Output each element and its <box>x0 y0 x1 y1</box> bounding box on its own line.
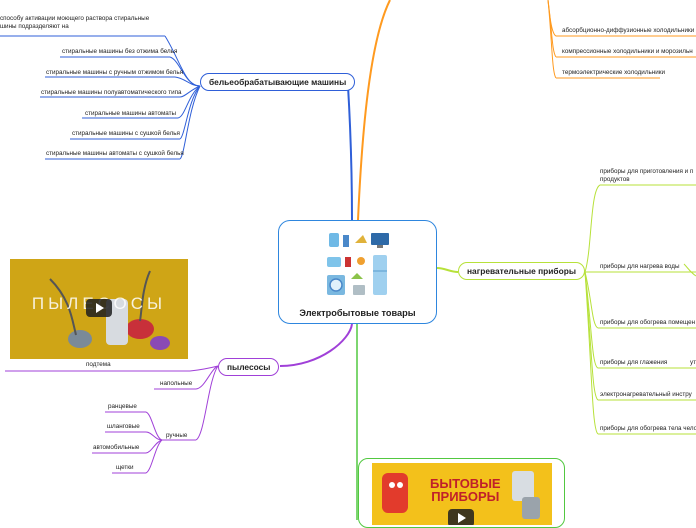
laundry-item: стиральные машины с ручным отжимом белья <box>46 69 184 76</box>
heating-item: приборы для нагрева воды <box>600 263 680 270</box>
bottom-video-thumbnail[interactable]: БЫТОВЫЕ ПРИБОРЫ <box>372 463 552 525</box>
play-icon[interactable] <box>448 509 474 525</box>
laundry-item: стиральные машины с сушкой белья <box>72 130 180 137</box>
central-title: Электробытовые товары <box>299 308 416 318</box>
vacuum-video-thumbnail[interactable]: ПЫЛЕСОСЫ <box>10 259 188 359</box>
heating-item: приборы для обогрева тела чело <box>600 425 696 432</box>
heating-item: приборы для обогрева помещен <box>600 319 696 326</box>
appliances-icon <box>327 233 389 295</box>
vacuum-connectors <box>5 323 353 474</box>
fridges-item: абсорбционно-диффузионные холодильники <box>562 27 695 34</box>
heating-subitem: ут <box>690 359 696 366</box>
heating-item: приборы для приготовления и п <box>600 168 694 175</box>
vacuum-manual-item: щетки <box>116 464 134 471</box>
bottom-video-text: БЫТОВЫЕ ПРИБОРЫ <box>430 477 501 503</box>
laundry-intro-line-1: способу активации моющего раствора стира… <box>0 15 150 22</box>
laundry-item: стиральные машины без отжима белья <box>62 48 178 55</box>
branch-bottom[interactable]: БЫТОВЫЕ ПРИБОРЫ <box>358 458 565 528</box>
laundry-connectors <box>0 35 353 221</box>
vacuum-manual: ручные <box>166 432 188 439</box>
heating-connectors <box>436 184 696 435</box>
branch-vacuum[interactable]: пылесосы <box>218 358 280 376</box>
laundry-item: стиральные машины автоматы с сушкой бель… <box>46 150 184 157</box>
laundry-item: стиральные машины автоматы <box>85 110 177 117</box>
heating-item: приборы для глажения <box>600 359 668 366</box>
branch-laundry[interactable]: бельеобрабатывающие машины <box>200 73 356 91</box>
heating-item-cont: продуктов <box>600 176 630 183</box>
branch-heating[interactable]: нагревательные приборы <box>458 262 585 280</box>
fridges-connectors <box>357 0 696 221</box>
vacuum-video-caption: подтема <box>86 361 111 368</box>
fridges-item: термоэлектрические холодильники <box>562 69 666 76</box>
bottom-video-text-line-2: ПРИБОРЫ <box>431 489 500 504</box>
fridges-item: компрессионные холодильники и морозильн <box>562 48 693 55</box>
vacuum-manual-item: автомобильные <box>93 444 140 451</box>
vacuum-manual-item: ранцевые <box>108 403 137 410</box>
bottom-video-text-line-1: БЫТОВЫЕ <box>430 476 501 491</box>
central-node[interactable]: Электробытовые товары <box>278 220 437 324</box>
play-icon[interactable] <box>86 299 112 317</box>
heating-item: электронагревательный инстру <box>600 391 692 398</box>
laundry-intro-line-2: шины подразделяют на <box>0 23 69 30</box>
vacuum-floor: напольные <box>160 380 193 387</box>
vacuum-manual-item: шланговые <box>107 423 140 430</box>
laundry-item: стиральные машины полуавтоматического ти… <box>41 89 182 96</box>
